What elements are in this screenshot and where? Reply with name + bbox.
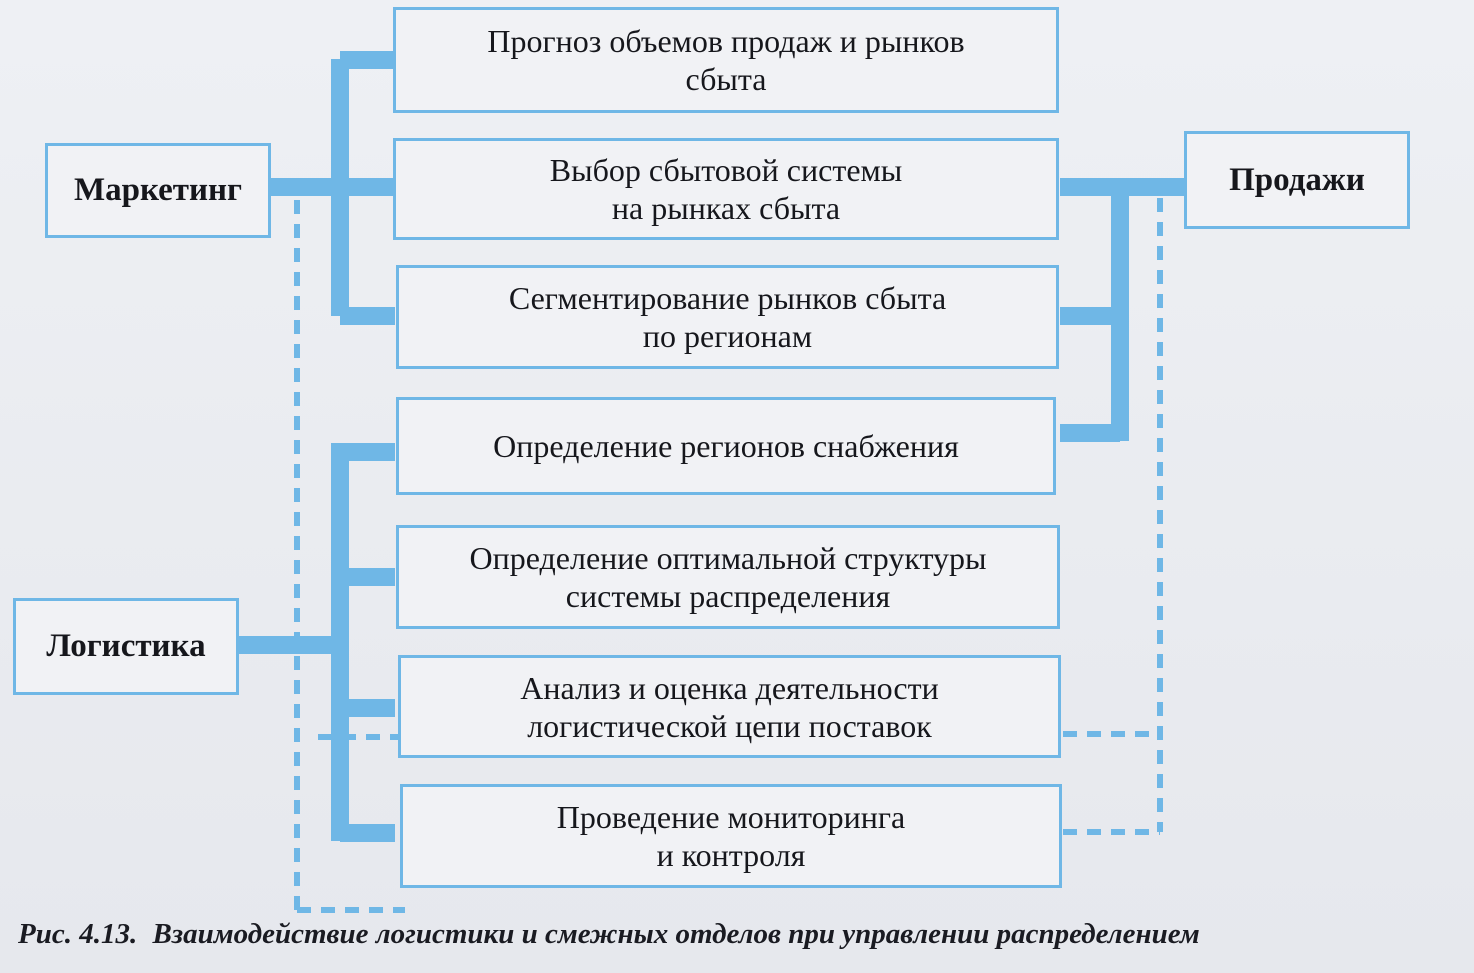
function-label: Проведение мониторинга и контроля: [556, 799, 906, 873]
sales-box: Продажи: [1184, 131, 1410, 229]
function-box-monitoring-control: Проведение мониторинга и контроля: [400, 784, 1062, 888]
caption-text: Взаимодействие логистики и смежных отдел…: [152, 918, 1200, 950]
marketing-label: Маркетинг: [73, 172, 243, 208]
figure-caption: Рис. 4.13. Взаимодействие логистики и см…: [18, 918, 1458, 951]
function-label: Сегментирование рынков сбыта по регионам: [508, 280, 947, 354]
sales-connectors: [1060, 178, 1185, 442]
function-label: Прогноз объемов продаж и рынков сбыта: [487, 23, 965, 97]
caption-number: Рис. 4.13.: [18, 918, 138, 950]
function-box-distribution-structure: Определение оптимальной структуры систем…: [396, 525, 1060, 629]
function-box-sales-forecast: Прогноз объемов продаж и рынков сбыта: [393, 7, 1059, 113]
marketing-connectors: [270, 51, 395, 325]
function-box-sales-system: Выбор сбытовой системы на рынках сбыта: [393, 138, 1059, 240]
function-box-market-segmentation: Сегментирование рынков сбыта по регионам: [396, 265, 1059, 369]
function-label: Определение регионов снабжения: [493, 428, 959, 464]
function-box-supply-chain-analysis: Анализ и оценка деятельности логистическ…: [398, 655, 1061, 758]
sales-label: Продажи: [1229, 161, 1365, 198]
function-label: Определение оптимальной структуры систем…: [469, 540, 987, 614]
function-box-supply-regions: Определение регионов снабжения: [396, 397, 1056, 495]
logistics-box: Логистика: [13, 598, 239, 695]
marketing-box: Маркетинг: [45, 143, 271, 238]
function-label: Выбор сбытовой системы на рынках сбыта: [549, 152, 903, 226]
logistics-connectors: [238, 443, 395, 842]
function-label: Анализ и оценка деятельности логистическ…: [520, 669, 939, 744]
logistics-label: Логистика: [46, 628, 206, 664]
dashed-connectors: [294, 198, 1163, 913]
